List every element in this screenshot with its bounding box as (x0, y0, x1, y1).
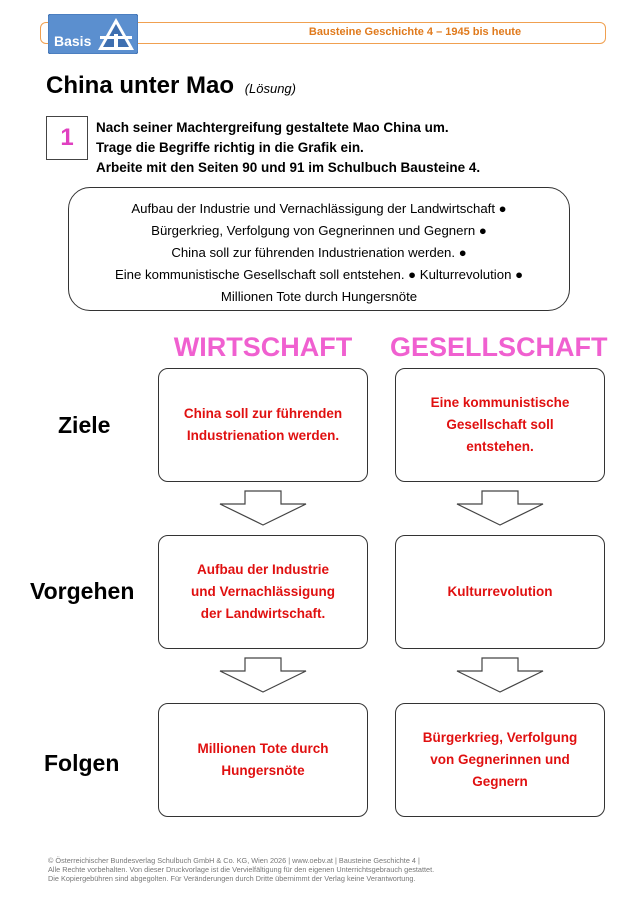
task-line: Nach seiner Machtergreifung gestaltete M… (96, 120, 449, 135)
row-label-vorgehen: Vorgehen (30, 578, 135, 604)
basis-logo: Basis (48, 14, 138, 54)
answer-box-ziele-gesellschaft: Eine kommunistische Gesellschaft soll en… (395, 368, 605, 482)
page-subtitle: (Lösung) (244, 81, 296, 96)
page-title: China unter Mao (Lösung) (46, 72, 296, 100)
term-line: Aufbau der Industrie und Vernachlässigun… (131, 201, 507, 216)
answer-text: Eine kommunistische Gesellschaft soll en… (430, 395, 570, 454)
task-number-box: 1 (46, 116, 88, 160)
answer-box-folgen-gesellschaft: Bürgerkrieg, Verfolgung von Gegnerinnen … (395, 703, 605, 817)
term-line: China soll zur führenden Industrienation… (171, 245, 467, 260)
task-instructions: Nach seiner Machtergreifung gestaltete M… (96, 118, 596, 178)
terms-box: Aufbau der Industrie und Vernachlässigun… (68, 187, 570, 311)
header-title: Bausteine Geschichte 4 – 1945 bis heute (308, 26, 522, 38)
term-line: Eine kommunistische Gesellschaft soll en… (114, 267, 524, 282)
page-title-text: China unter Mao (46, 72, 235, 99)
down-arrow-icon (456, 490, 544, 526)
answer-text: China soll zur führenden Industrienation… (183, 406, 343, 443)
footer-line: Die Kopiergebühren sind abgegolten. Für … (48, 874, 416, 883)
term-line: Millionen Tote durch Hungersnöte (220, 289, 418, 304)
task-line: Arbeite mit den Seiten 90 und 91 im Schu… (96, 160, 481, 175)
down-arrow-icon (456, 657, 544, 693)
footer: © Österreichischer Bundesverlag Schulbuc… (48, 856, 608, 883)
task-number: 1 (60, 124, 74, 151)
row-label-folgen: Folgen (44, 750, 120, 776)
answer-text: Millionen Tote durch Hungersnöte (197, 741, 329, 778)
answer-box-vorgehen-gesellschaft: Kulturrevolution (395, 535, 605, 649)
down-arrow-icon (219, 490, 307, 526)
logo-text: Basis (54, 33, 92, 49)
row-label-ziele: Ziele (58, 412, 111, 438)
answer-box-ziele-wirtschaft: China soll zur führenden Industrienation… (158, 368, 368, 482)
answer-text: Aufbau der Industrie und Vernachlässigun… (190, 562, 336, 621)
term-line: Bürgerkrieg, Verfolgung von Gegnerinnen … (151, 223, 487, 238)
answer-box-folgen-wirtschaft: Millionen Tote durch Hungersnöte (158, 703, 368, 817)
footer-line: © Österreichischer Bundesverlag Schulbuc… (48, 856, 420, 865)
answer-text: Bürgerkrieg, Verfolgung von Gegnerinnen … (422, 730, 578, 789)
column-header-wirtschaft: WIRTSCHAFT (173, 332, 353, 362)
answer-box-vorgehen-wirtschaft: Aufbau der Industrie und Vernachlässigun… (158, 535, 368, 649)
footer-line: Alle Rechte vorbehalten. Von dieser Druc… (48, 865, 435, 874)
answer-text: Kulturrevolution (447, 584, 553, 599)
column-header-gesellschaft: GESELLSCHAFT (390, 332, 608, 362)
header-bar (40, 22, 606, 44)
down-arrow-icon (219, 657, 307, 693)
task-line: Trage die Begriffe richtig in die Grafik… (96, 140, 364, 155)
